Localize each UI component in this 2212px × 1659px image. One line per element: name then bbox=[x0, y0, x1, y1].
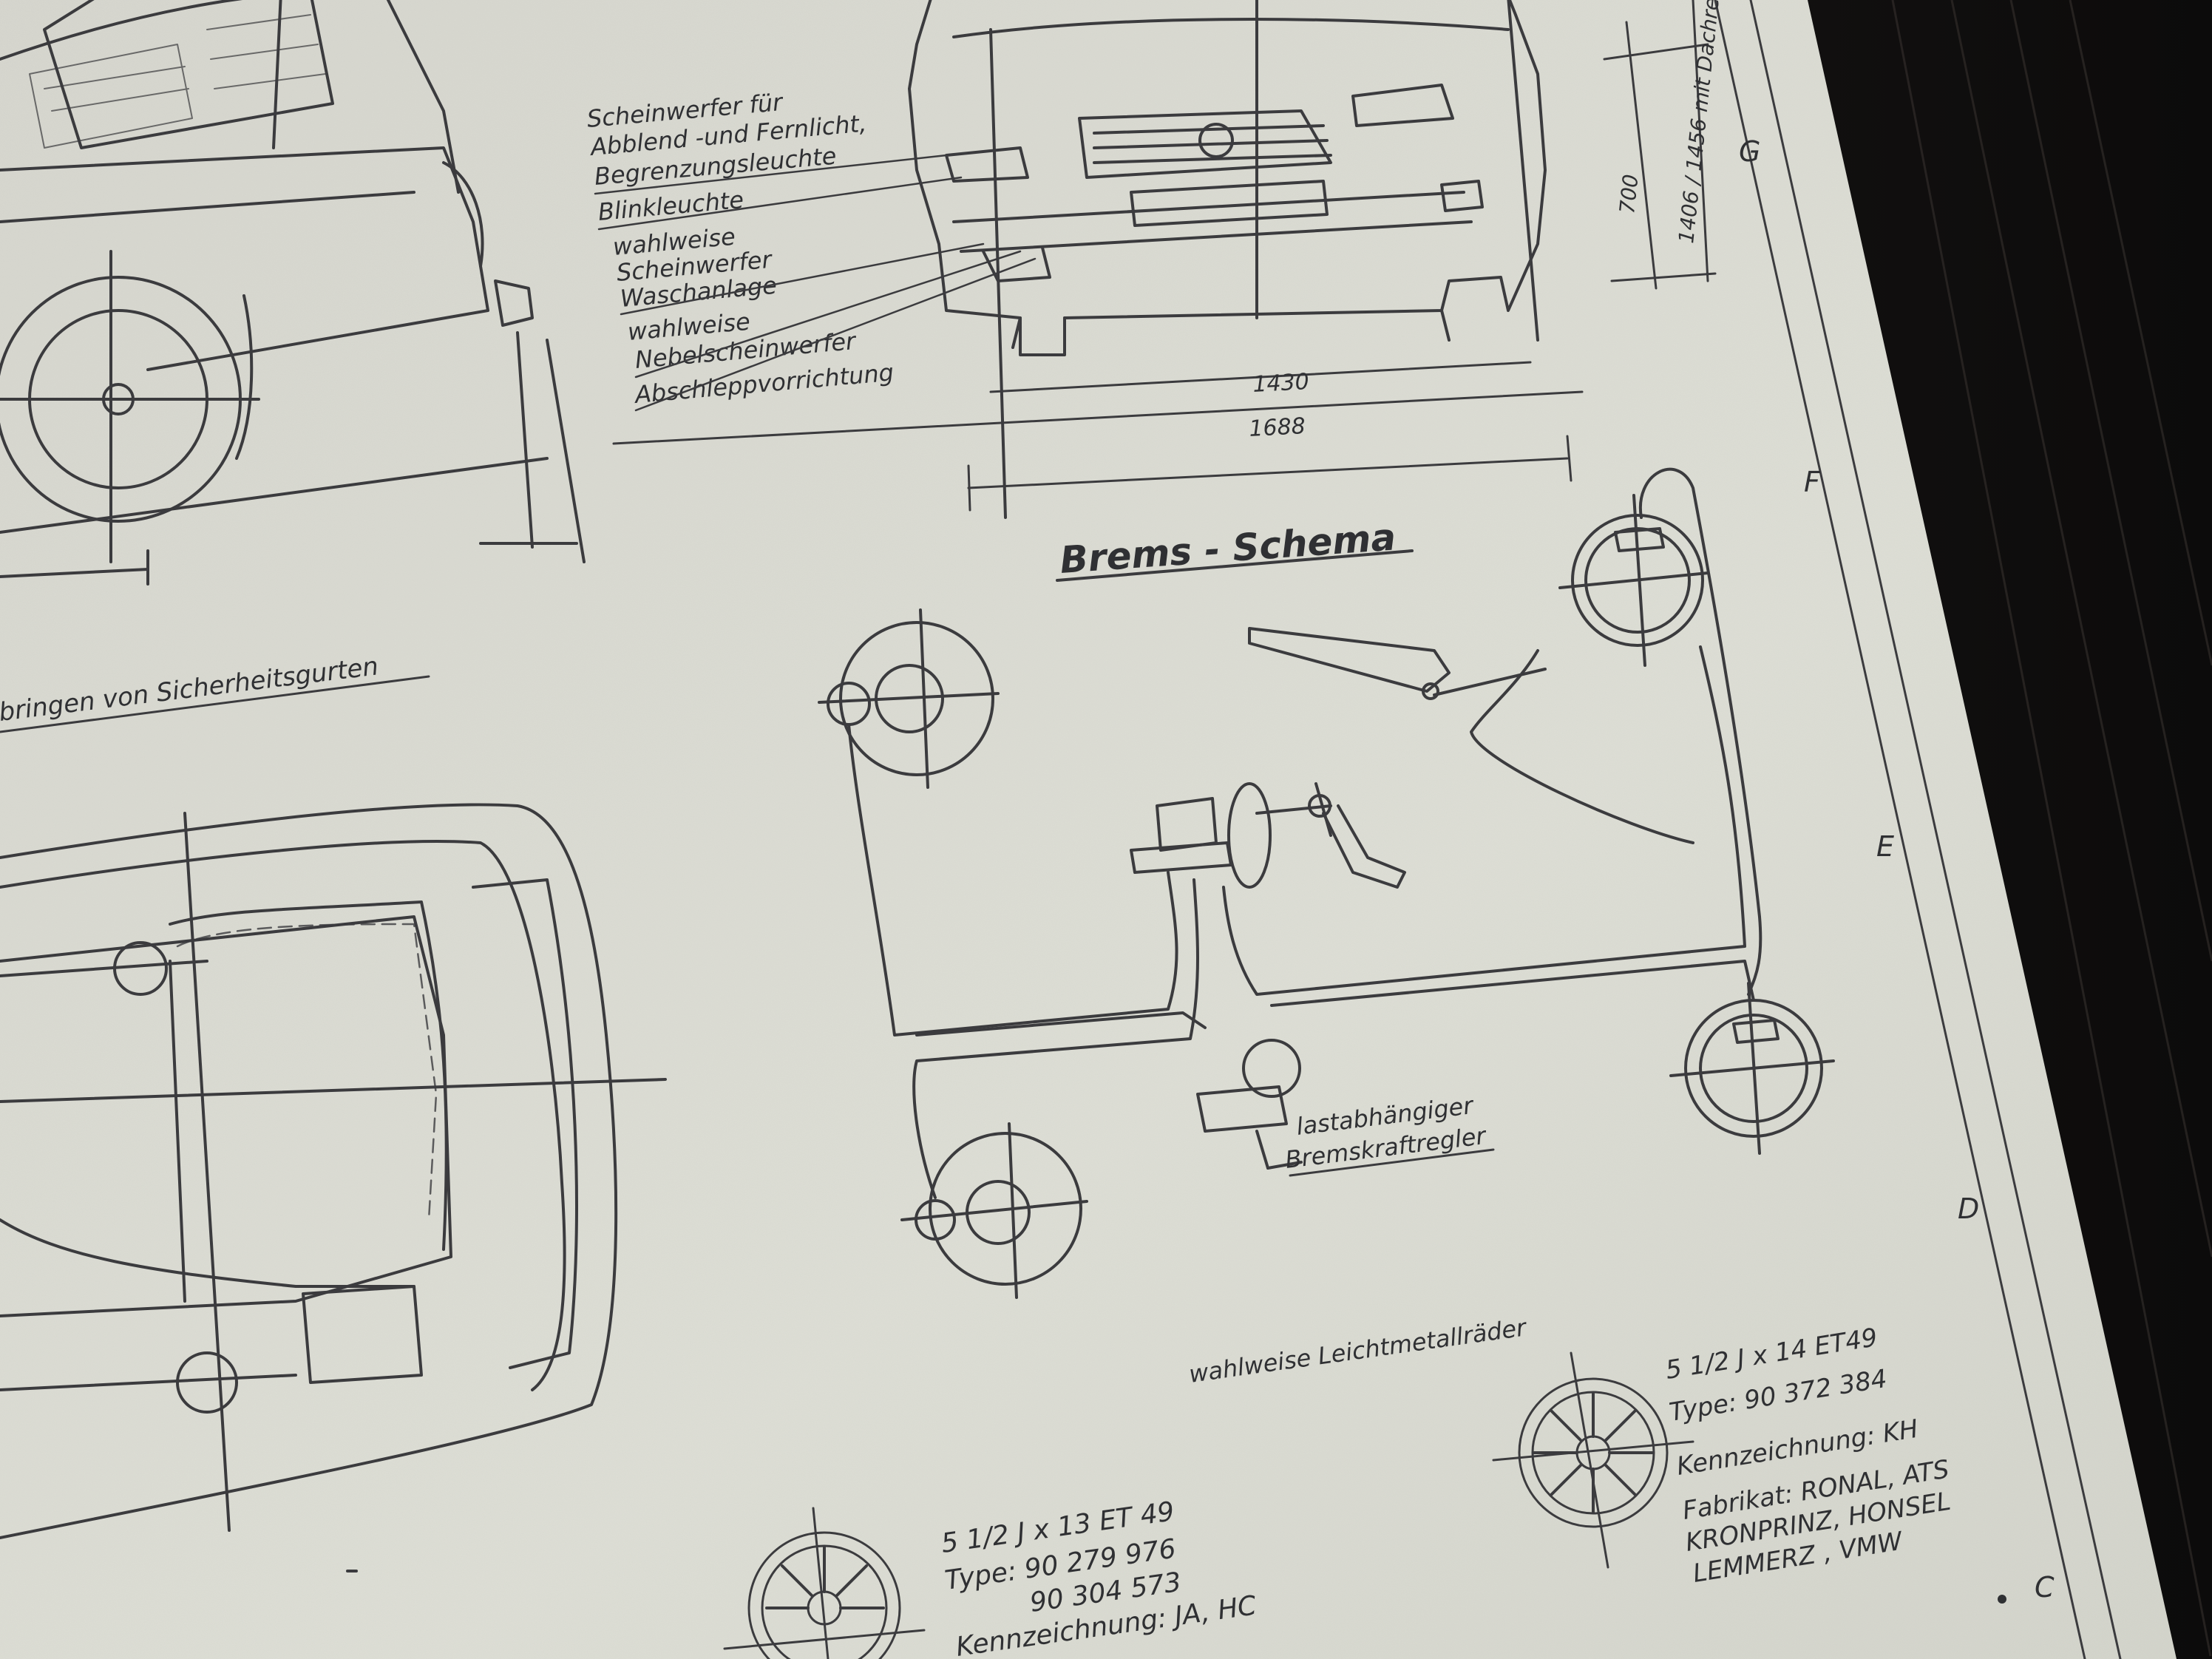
car-side-view bbox=[0, 0, 586, 586]
brake-schematic bbox=[818, 467, 1835, 1299]
grid-letter-f: F bbox=[1804, 466, 1821, 498]
grid-letter-d: D bbox=[1958, 1192, 1979, 1225]
dim-1430: 1430 bbox=[1252, 369, 1310, 398]
alloy-wheel-right bbox=[1492, 1351, 1694, 1569]
grid-letter-e: E bbox=[1876, 830, 1894, 863]
front-label-leaders bbox=[594, 154, 1037, 412]
alloy-wheel-left bbox=[723, 1507, 926, 1659]
dim-1688: 1688 bbox=[1249, 413, 1306, 442]
drawing-border bbox=[1714, 0, 2122, 1659]
grid-letter-g: G bbox=[1739, 135, 1760, 168]
grid-letter-c: C bbox=[2035, 1571, 2055, 1604]
car-front-view bbox=[908, 0, 1547, 519]
dim-700: 700 bbox=[1615, 173, 1643, 215]
